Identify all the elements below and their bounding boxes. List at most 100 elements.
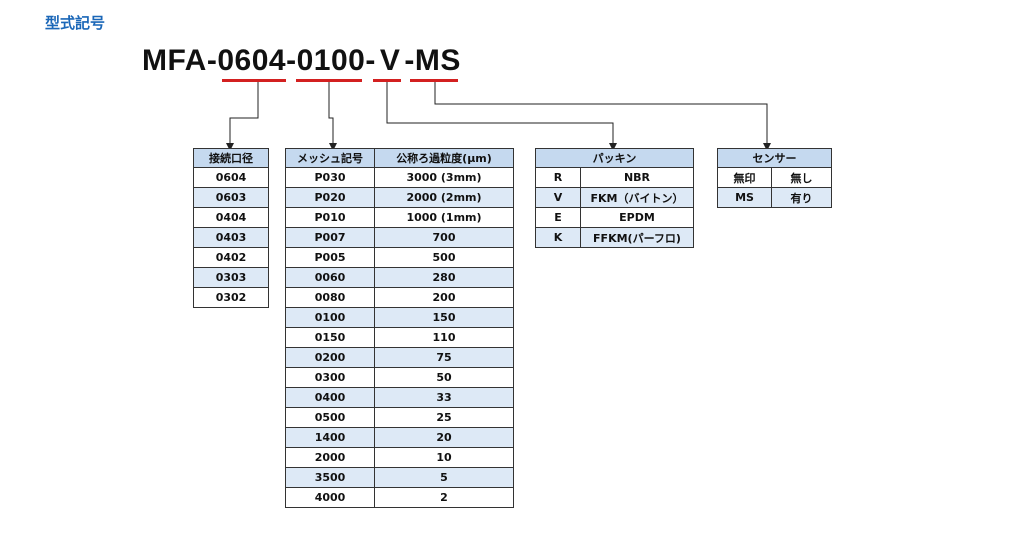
underline-mesh xyxy=(296,79,362,82)
table-row: 0603 xyxy=(193,187,269,208)
connector-packing xyxy=(386,82,617,151)
mesh-code-cell: 3500 xyxy=(285,467,375,488)
connection-size-cell: 0302 xyxy=(193,287,269,308)
filtration-size-cell: 50 xyxy=(374,367,514,388)
mesh-code-cell: 0300 xyxy=(285,367,375,388)
table-row: 0404 xyxy=(193,207,269,228)
underline-packing xyxy=(373,79,401,82)
connection-size-cell: 0402 xyxy=(193,247,269,268)
connection-size-cell: 0403 xyxy=(193,227,269,248)
packing-material-cell: FKM（バイトン） xyxy=(580,187,694,208)
sensor-code-cell: 無印 xyxy=(717,167,772,188)
filtration-size-header: 公称ろ過粒度(μm) xyxy=(374,148,514,168)
filtration-size-cell: 200 xyxy=(374,287,514,308)
connector-mesh xyxy=(328,82,337,151)
connector-sensor xyxy=(434,82,771,151)
mesh-code-cell: 2000 xyxy=(285,447,375,468)
filtration-size-cell: 2 xyxy=(374,487,514,508)
section-title: 型式記号 xyxy=(45,14,106,32)
table-row: 0402 xyxy=(193,247,269,268)
underline-sensor xyxy=(410,79,458,82)
model-separator: - xyxy=(404,44,415,77)
underline-connection xyxy=(222,79,286,82)
model-connection-code: 0604 xyxy=(217,44,287,77)
table-row: 0303 xyxy=(193,267,269,288)
model-sensor-code: MS xyxy=(414,44,461,77)
filtration-size-cell: 33 xyxy=(374,387,514,408)
model-code: MFA-0604-0100-V-MS xyxy=(142,44,461,78)
packing-code-cell: E xyxy=(535,207,581,228)
model-mesh-code: 0100 xyxy=(296,44,366,77)
sensor-header: センサー xyxy=(717,148,832,168)
filtration-size-cell: 75 xyxy=(374,347,514,368)
model-prefix: MFA- xyxy=(142,44,218,77)
mesh-code-cell: 0400 xyxy=(285,387,375,408)
mesh-code-cell: 0080 xyxy=(285,287,375,308)
mesh-code-cell: 0100 xyxy=(285,307,375,328)
mesh-code-header: メッシュ記号 xyxy=(285,148,375,168)
packing-header: パッキン xyxy=(535,148,694,168)
table-row: 0604 xyxy=(193,167,269,188)
filtration-size-cell: 10 xyxy=(374,447,514,468)
sensor-option-cell: 無し xyxy=(771,167,832,188)
packing-material-cell: FFKM(パーフロ) xyxy=(580,227,694,248)
connection-size-cell: 0303 xyxy=(193,267,269,288)
mesh-code-cell: P007 xyxy=(285,227,375,248)
filtration-size-cell: 25 xyxy=(374,407,514,428)
mesh-code-cell: P020 xyxy=(285,187,375,208)
filtration-size-cell: 5 xyxy=(374,467,514,488)
model-packing-code: V xyxy=(379,44,401,77)
mesh-code-cell: P005 xyxy=(285,247,375,268)
mesh-code-cell: 4000 xyxy=(285,487,375,508)
connection-size-header: 接続口径 xyxy=(193,148,269,168)
connector-connection xyxy=(226,82,259,151)
filtration-size-cell: 1000 (1mm) xyxy=(374,207,514,228)
mesh-code-cell: 0150 xyxy=(285,327,375,348)
table-row: 0403 xyxy=(193,227,269,248)
mesh-code-cell: 1400 xyxy=(285,427,375,448)
filtration-size-cell: 150 xyxy=(374,307,514,328)
mesh-code-cell: 0500 xyxy=(285,407,375,428)
packing-code-cell: V xyxy=(535,187,581,208)
filtration-size-cell: 20 xyxy=(374,427,514,448)
filtration-size-cell: 2000 (2mm) xyxy=(374,187,514,208)
connection-size-cell: 0604 xyxy=(193,167,269,188)
packing-material-cell: NBR xyxy=(580,167,694,188)
sensor-option-cell: 有り xyxy=(771,187,832,208)
model-separator: - xyxy=(286,44,297,77)
filtration-size-cell: 280 xyxy=(374,267,514,288)
mesh-code-cell: 0200 xyxy=(285,347,375,368)
filtration-size-cell: 700 xyxy=(374,227,514,248)
connection-size-cell: 0603 xyxy=(193,187,269,208)
connection-size-table: 接続口径 0604 0603 0404 0403 0402 0303 0302 xyxy=(193,148,269,308)
sensor-code-cell: MS xyxy=(717,187,772,208)
mesh-code-cell: 0060 xyxy=(285,267,375,288)
filtration-size-cell: 3000 (3mm) xyxy=(374,167,514,188)
mesh-code-cell: P030 xyxy=(285,167,375,188)
connection-size-cell: 0404 xyxy=(193,207,269,228)
